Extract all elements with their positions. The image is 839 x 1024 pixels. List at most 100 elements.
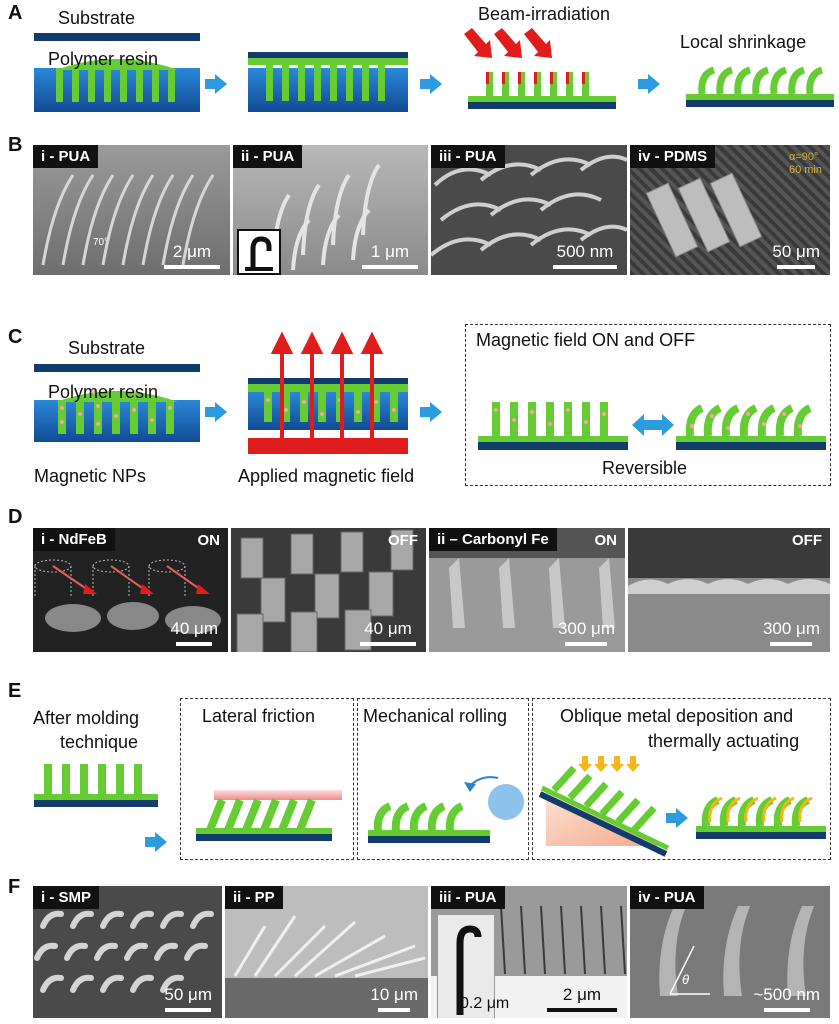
scale-bar-label: 500 nm bbox=[556, 242, 614, 261]
scale-bar-line bbox=[378, 1008, 411, 1012]
sem-tag: ii - PP bbox=[225, 886, 283, 909]
state-label: ON bbox=[594, 532, 618, 549]
process-arrow-icon bbox=[205, 402, 227, 422]
scale-bar-label: 2 μm bbox=[172, 242, 212, 261]
applied-field-diagram bbox=[248, 331, 408, 460]
panel-label-c: C bbox=[8, 326, 23, 348]
scale-bar: 2 μm bbox=[164, 242, 220, 269]
mechanical-rolling-box bbox=[357, 698, 529, 860]
sem-tag: iii - PUA bbox=[431, 145, 505, 168]
process-arrow-icon bbox=[420, 74, 442, 94]
substrate-plate bbox=[34, 364, 200, 372]
scale-bar-line bbox=[362, 265, 418, 269]
angle-annotation: 70° bbox=[93, 237, 109, 248]
scale-bar-line bbox=[547, 1008, 617, 1012]
panel-label-f: F bbox=[8, 876, 21, 898]
applied-field-label: Applied magnetic field bbox=[238, 466, 415, 486]
field-off-pillars-diagram bbox=[676, 400, 826, 456]
substrate-label: Substrate bbox=[68, 338, 146, 358]
scale-bar-label: 300 μm bbox=[762, 619, 820, 638]
sem-tag: iii - PUA bbox=[431, 886, 505, 909]
theta-annotation: θ bbox=[682, 972, 690, 987]
scale-bar-line bbox=[565, 642, 608, 646]
sem-image-b-ii: ii - PUA 1 μm bbox=[233, 145, 428, 275]
sem-tag: i - NdFeB bbox=[33, 528, 115, 551]
resin-mold-diagram bbox=[34, 52, 200, 112]
coated-bent-pillars-diagram bbox=[696, 792, 826, 842]
scale-bar: 40 μm bbox=[360, 619, 416, 646]
sem-tag: iv - PUA bbox=[630, 886, 704, 909]
scale-bar-label: 40 μm bbox=[364, 619, 412, 638]
field-onoff-box bbox=[465, 324, 831, 486]
sem-tag: ii – Carbonyl Fe bbox=[429, 528, 557, 551]
substrate-plate bbox=[34, 33, 200, 41]
thermally-actuating-label: thermally actuating bbox=[648, 731, 800, 751]
scale-bar-label: 50 μm bbox=[772, 242, 820, 261]
condition-annotation: α=90° 60 min bbox=[789, 151, 822, 177]
scale-bar-line bbox=[553, 265, 617, 269]
after-molding-label: After molding bbox=[33, 708, 140, 728]
sem-image-d-ii-off: OFF 300 μm bbox=[628, 528, 830, 652]
state-label: ON bbox=[197, 532, 221, 549]
process-arrow-icon bbox=[205, 74, 227, 94]
scale-bar-label: 300 μm bbox=[557, 619, 615, 638]
molded-pillars-diagram bbox=[34, 762, 158, 814]
scale-bar: 500 nm bbox=[553, 242, 617, 269]
sem-image-d-i-on: i - NdFeB ON 40 μm bbox=[33, 528, 228, 652]
process-arrow-icon bbox=[638, 74, 660, 94]
time-annotation: 60 min bbox=[788, 164, 822, 176]
sem-image-b-iv: iv - PDMS α=90° 60 min 50 μm bbox=[630, 145, 830, 275]
process-arrow-icon bbox=[666, 808, 688, 828]
bent-pillars-diagram bbox=[686, 66, 834, 110]
sem-tag: i - PUA bbox=[33, 145, 99, 168]
sem-image-d-i-off: OFF 40 μm bbox=[231, 528, 426, 652]
scale-bar: 1 μm bbox=[362, 242, 418, 269]
polymer-resin-label: Polymer resin bbox=[48, 382, 159, 402]
oblique-deposition-box bbox=[532, 698, 831, 860]
scale-bar: 300 μm bbox=[558, 619, 615, 646]
scale-bar: 40 μm bbox=[170, 619, 218, 646]
scale-bar-label: ~500 nm bbox=[753, 985, 820, 1004]
state-label: OFF bbox=[388, 532, 418, 549]
technique-label: technique bbox=[60, 732, 139, 752]
reversible-label: Reversible bbox=[602, 458, 688, 478]
scale-bar-label: 40 μm bbox=[170, 619, 218, 638]
sem-image-b-i: i - PUA 70° 2 μm bbox=[33, 145, 230, 275]
magnetic-nps-label: Magnetic NPs bbox=[34, 466, 147, 486]
hook-inset-icon bbox=[237, 229, 281, 275]
sem-image-f-i: i - SMP 50 μm bbox=[33, 886, 222, 1018]
sem-tag: ii - PUA bbox=[233, 145, 303, 168]
reversible-arrow-icon bbox=[632, 414, 674, 436]
panel-label-a: A bbox=[8, 2, 23, 24]
beam-irradiation-label: Beam-irradiation bbox=[478, 4, 611, 24]
field-onoff-label: Magnetic field ON and OFF bbox=[476, 330, 696, 350]
polymer-resin-label: Polymer resin bbox=[48, 49, 159, 69]
panel-label-e: E bbox=[8, 680, 22, 702]
panel-label-b: B bbox=[8, 134, 23, 156]
sem-image-f-iii: iii - PUA 0.2 μm 2 μm bbox=[431, 886, 627, 1018]
lateral-friction-label: Lateral friction bbox=[202, 706, 316, 726]
scale-bar-line bbox=[165, 1008, 212, 1012]
oblique-deposition-diagram bbox=[538, 756, 672, 857]
scale-bar-line bbox=[164, 265, 220, 269]
oblique-deposition-label: Oblique metal deposition and bbox=[560, 706, 794, 726]
scale-bar: 300 μm bbox=[763, 619, 820, 646]
substrate-label: Substrate bbox=[58, 8, 136, 28]
scale-bar: 50 μm bbox=[772, 242, 820, 269]
process-arrow-icon bbox=[420, 402, 442, 422]
sem-image-f-iv: iv - PUA θ ~500 nm bbox=[630, 886, 830, 1018]
scale-bar-line bbox=[770, 642, 813, 646]
lateral-friction-diagram bbox=[196, 786, 344, 846]
local-shrinkage-label: Local shrinkage bbox=[680, 32, 807, 52]
lateral-friction-box bbox=[180, 698, 354, 860]
scale-bar: 2 μm bbox=[547, 985, 617, 1012]
alpha-annotation: α=90° bbox=[788, 151, 819, 163]
scale-bar-line bbox=[763, 1008, 810, 1012]
scale-bar-label: 10 μm bbox=[370, 985, 418, 1004]
sem-image-b-iii: iii - PUA 500 nm bbox=[431, 145, 627, 275]
scale-bar: ~500 nm bbox=[753, 985, 820, 1012]
scale-bar-label: 2 μm bbox=[562, 985, 602, 1004]
scale-bar-label: 50 μm bbox=[164, 985, 212, 1004]
sem-image-f-ii: ii - PP 10 μm bbox=[225, 886, 428, 1018]
sem-tag: iv - PDMS bbox=[630, 145, 716, 168]
